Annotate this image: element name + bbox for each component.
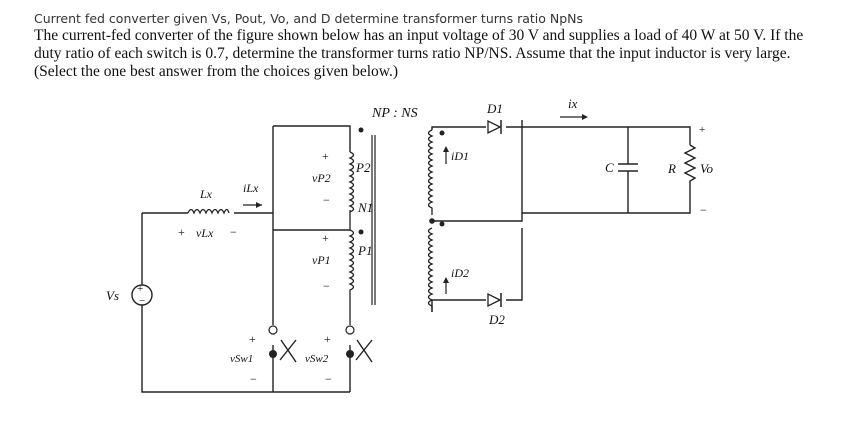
d2-label: D2 bbox=[488, 312, 505, 327]
vsw2-label: vSw2 bbox=[305, 353, 329, 365]
vp1-plus: + bbox=[322, 231, 329, 245]
vp1-minus: − bbox=[323, 279, 330, 293]
switch-sw2 bbox=[345, 325, 373, 363]
id2-label: iD2 bbox=[451, 266, 469, 280]
load-resistor bbox=[683, 144, 697, 190]
res-label: R bbox=[667, 161, 676, 176]
svg-text:−: − bbox=[139, 295, 145, 307]
vs-label: Vs bbox=[106, 288, 119, 303]
vlx-minus: − bbox=[230, 225, 237, 239]
id1-label: iD1 bbox=[451, 149, 469, 163]
output-capacitor bbox=[618, 127, 638, 213]
secondary-winding-upper bbox=[427, 129, 445, 215]
voltage-source: + − bbox=[131, 283, 153, 307]
svg-text:+: + bbox=[137, 283, 143, 295]
vp1-label: vP1 bbox=[312, 253, 331, 267]
d1-label: D1 bbox=[486, 101, 503, 116]
ix-label: ix bbox=[568, 96, 578, 111]
vp2-label: vP2 bbox=[312, 171, 331, 185]
vp2-plus: + bbox=[322, 149, 329, 163]
inductor-lx bbox=[187, 208, 230, 215]
primary-winding-p1 bbox=[348, 229, 364, 325]
vo-label: Vo bbox=[700, 161, 714, 176]
vsw2-minus: − bbox=[325, 372, 332, 386]
diode-d1 bbox=[487, 119, 502, 135]
cap-label: C bbox=[605, 160, 614, 175]
vsw1-label: vSw1 bbox=[230, 353, 253, 365]
question-text: The current-fed converter of the figure … bbox=[34, 27, 804, 80]
secondary-winding-lower bbox=[427, 221, 445, 312]
vlx-label: vLx bbox=[196, 226, 214, 240]
ilx-label: iLx bbox=[243, 181, 259, 195]
vp2-minus: − bbox=[323, 193, 330, 207]
lx-label: Lx bbox=[199, 187, 213, 201]
vsw2-plus: + bbox=[324, 332, 331, 346]
n1-label: N1 bbox=[357, 200, 373, 215]
p1-label: P1 bbox=[357, 243, 372, 258]
turns-ratio-label: NP : NS bbox=[371, 106, 418, 121]
vo-minus: − bbox=[700, 203, 707, 217]
switch-sw1 bbox=[268, 325, 297, 363]
vlx-plus: + bbox=[178, 225, 185, 239]
vsw1-minus: − bbox=[250, 372, 257, 386]
diode-d2 bbox=[487, 292, 502, 308]
vo-plus: + bbox=[699, 124, 705, 136]
question-header: Current fed converter given Vs, Pout, Vo… bbox=[34, 11, 584, 26]
primary-winding-p2 bbox=[348, 127, 364, 230]
vsw1-plus: + bbox=[249, 332, 256, 346]
p2-label: P2 bbox=[355, 160, 371, 175]
